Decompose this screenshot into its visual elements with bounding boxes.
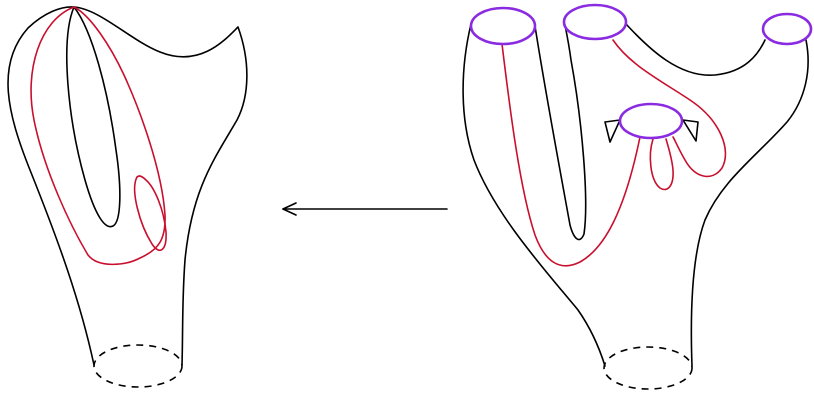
right-red-curve-loop — [612, 39, 727, 178]
arrow-head — [282, 202, 297, 216]
left-red-curve-small — [133, 175, 167, 252]
right-surface-outer-right — [690, 39, 809, 367]
left-red-curve-large — [30, 6, 166, 266]
right-flap-left — [604, 119, 621, 143]
right-boundary-circle-3 — [761, 12, 813, 46]
right-inner-finger — [534, 24, 587, 241]
left-inner-loop — [66, 6, 121, 228]
right-boundary-circle-2 — [562, 3, 628, 41]
right-red-curve-small — [649, 138, 674, 191]
right-flap-right — [682, 119, 699, 142]
right-boundary-dashed-ellipse — [603, 346, 693, 390]
right-boundary-circle-4 — [618, 102, 684, 140]
left-surface — [7, 6, 248, 388]
left-boundary-dashed-ellipse — [93, 344, 183, 388]
right-red-curve-long — [501, 43, 641, 267]
left-surface-outline — [7, 6, 248, 366]
right-top-saddle-curve — [625, 23, 766, 76]
right-boundary-circle-1 — [469, 6, 537, 46]
right-surface-outer-left — [462, 23, 606, 367]
right-surface — [462, 3, 813, 390]
map-arrow — [282, 202, 448, 216]
